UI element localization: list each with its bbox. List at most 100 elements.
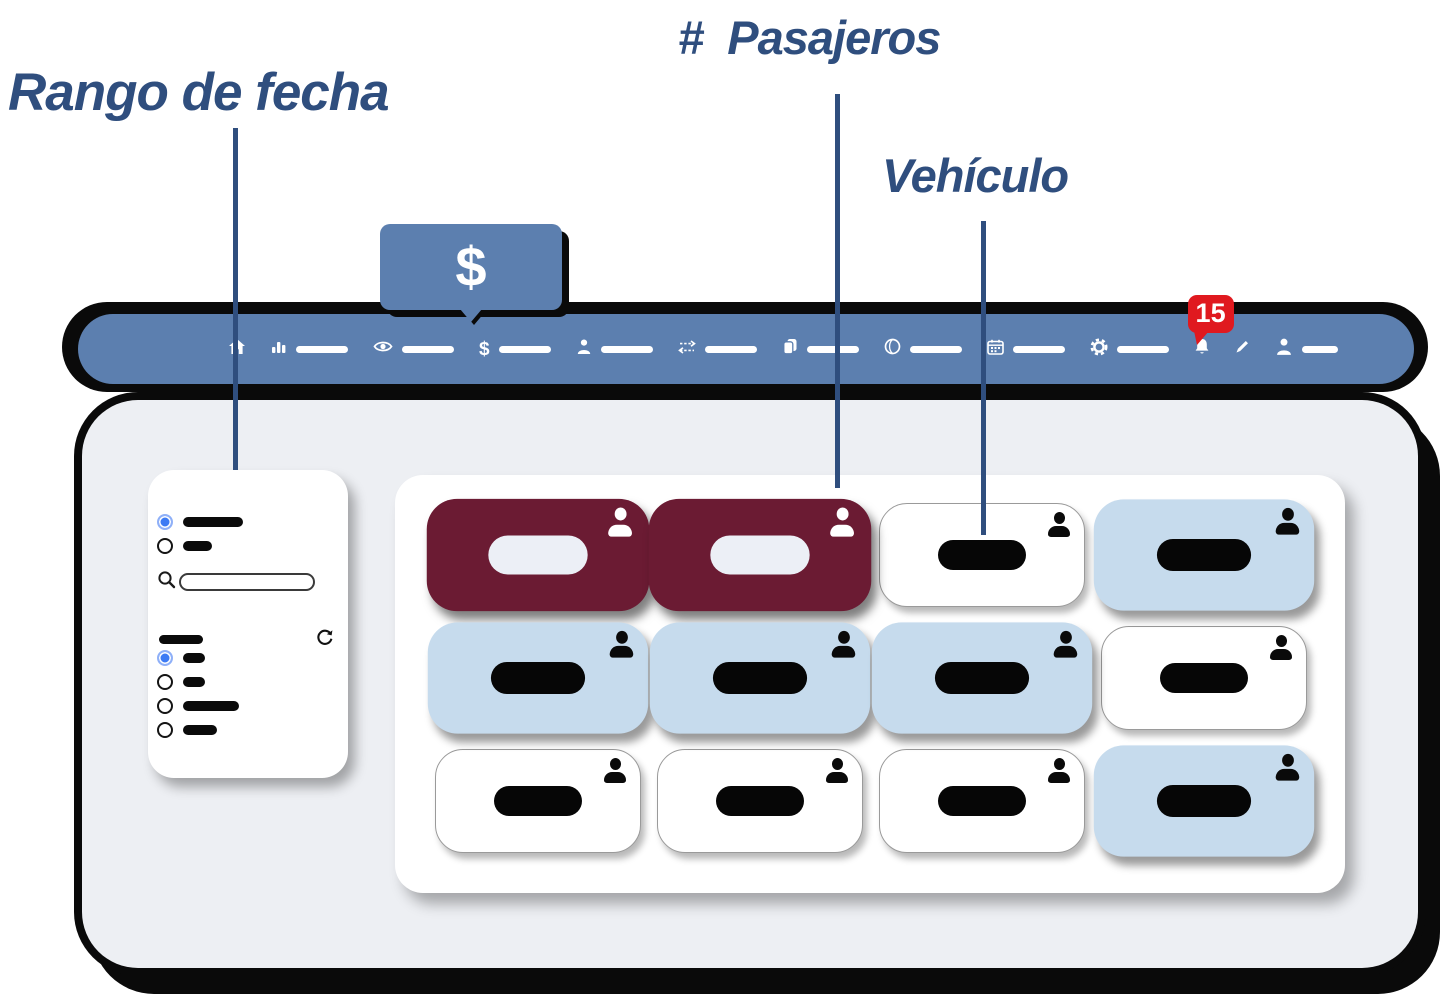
search-input[interactable] bbox=[179, 573, 315, 591]
nav-item-prices[interactable]: $ bbox=[479, 340, 551, 359]
nav-label-placeholder bbox=[1301, 345, 1338, 353]
vehicle-card[interactable] bbox=[657, 749, 863, 853]
card-label-placeholder bbox=[934, 661, 1030, 695]
option-label-placeholder bbox=[183, 725, 217, 735]
globe-icon bbox=[884, 338, 901, 360]
dollar-icon: $ bbox=[479, 338, 490, 360]
nav-item-passengers[interactable] bbox=[576, 338, 653, 360]
transfer-arrows-icon bbox=[677, 339, 696, 359]
option-label-placeholder bbox=[183, 517, 243, 527]
card-label-placeholder bbox=[1160, 663, 1248, 693]
card-label-placeholder bbox=[494, 786, 582, 816]
filter-section-header bbox=[159, 626, 335, 652]
nav-item-notifications[interactable]: 15 bbox=[1187, 294, 1234, 361]
pencil-icon bbox=[1235, 339, 1250, 359]
card-label-placeholder bbox=[716, 786, 804, 816]
vehicle-card[interactable] bbox=[426, 498, 650, 612]
nav-label-placeholder bbox=[1012, 345, 1065, 353]
passenger-icon bbox=[1053, 630, 1079, 658]
passenger-icon bbox=[1269, 635, 1293, 660]
passenger-icon bbox=[825, 758, 849, 783]
nav-item-dashboard[interactable] bbox=[271, 339, 348, 359]
vehicle-card[interactable] bbox=[649, 622, 871, 734]
calendar-icon bbox=[986, 339, 1004, 360]
radio-group-date-range bbox=[157, 514, 243, 554]
nav-item-calendar[interactable] bbox=[986, 339, 1065, 360]
radio-button[interactable] bbox=[157, 514, 173, 530]
notification-badge-tail bbox=[1193, 330, 1209, 345]
gear-icon bbox=[1090, 338, 1108, 361]
radio-button[interactable] bbox=[157, 722, 173, 738]
card-label-placeholder bbox=[490, 661, 586, 695]
card-label-placeholder bbox=[710, 535, 810, 575]
app-window bbox=[82, 400, 1418, 968]
vehicle-card[interactable] bbox=[1093, 745, 1315, 857]
nav-label-placeholder bbox=[806, 345, 859, 353]
radio-option[interactable] bbox=[157, 674, 239, 690]
vehicle-card[interactable] bbox=[1093, 499, 1315, 611]
radio-option[interactable] bbox=[157, 514, 243, 530]
passenger-icon bbox=[607, 507, 635, 537]
annotation-line-passengers bbox=[835, 94, 840, 488]
passenger-icon bbox=[1275, 507, 1301, 535]
nav-item-transfers[interactable] bbox=[677, 339, 757, 359]
price-tooltip: $ bbox=[380, 224, 562, 322]
option-label-placeholder bbox=[183, 701, 239, 711]
eye-icon bbox=[373, 340, 393, 358]
card-label-placeholder bbox=[712, 661, 808, 695]
radio-option[interactable] bbox=[157, 722, 239, 738]
nav-item-views[interactable] bbox=[373, 340, 454, 358]
search-icon bbox=[157, 570, 176, 594]
card-label-placeholder bbox=[938, 540, 1026, 570]
radio-button[interactable] bbox=[157, 674, 173, 690]
nav-item-settings[interactable] bbox=[1090, 338, 1169, 361]
nav-label-placeholder bbox=[402, 345, 454, 353]
search-row bbox=[157, 570, 315, 594]
nav-label-placeholder bbox=[909, 345, 962, 353]
vehicle-card[interactable] bbox=[871, 622, 1093, 734]
vehicle-card[interactable] bbox=[1101, 626, 1307, 730]
account-icon bbox=[1275, 337, 1293, 361]
radio-button[interactable] bbox=[157, 538, 173, 554]
vehicle-card-grid bbox=[426, 498, 1315, 857]
notification-count: 15 bbox=[1195, 298, 1226, 328]
nav-label-placeholder bbox=[296, 345, 348, 353]
annotation-line-date-range bbox=[233, 128, 238, 470]
card-label-placeholder bbox=[1156, 784, 1252, 818]
radio-option[interactable] bbox=[157, 538, 243, 554]
vehicle-card[interactable] bbox=[648, 498, 872, 612]
user-icon bbox=[576, 338, 592, 360]
option-label-placeholder bbox=[183, 677, 205, 687]
option-label-placeholder bbox=[183, 541, 212, 551]
refresh-icon[interactable] bbox=[314, 626, 335, 652]
radio-option[interactable] bbox=[157, 650, 239, 666]
filter-panel bbox=[148, 470, 348, 778]
nav-label-placeholder bbox=[704, 345, 757, 353]
passenger-icon bbox=[603, 758, 627, 783]
radio-button[interactable] bbox=[157, 650, 173, 666]
dollar-symbol: $ bbox=[455, 235, 487, 298]
vehicle-card[interactable] bbox=[435, 749, 641, 853]
nav-item-edit[interactable] bbox=[1235, 339, 1250, 359]
passenger-icon bbox=[1275, 753, 1301, 781]
nav-label-placeholder bbox=[600, 345, 653, 353]
bar-chart-icon bbox=[271, 339, 287, 359]
vehicle-card[interactable] bbox=[427, 622, 649, 734]
annotation-date-range-label: Rango de fecha bbox=[8, 63, 390, 122]
passenger-icon bbox=[1047, 758, 1071, 783]
results-panel bbox=[395, 475, 1345, 893]
annotation-vehicle-label: Vehículo bbox=[882, 149, 1069, 202]
vehicle-card[interactable] bbox=[879, 749, 1085, 853]
option-label-placeholder bbox=[183, 653, 205, 663]
radio-button[interactable] bbox=[157, 698, 173, 714]
card-label-placeholder bbox=[488, 535, 588, 575]
radio-option[interactable] bbox=[157, 698, 239, 714]
nav-label-placeholder bbox=[498, 345, 551, 353]
nav-item-account[interactable] bbox=[1275, 337, 1338, 361]
notification-badge: 15 bbox=[1187, 294, 1234, 345]
nav-item-web[interactable] bbox=[884, 338, 962, 360]
tooltip-pointer bbox=[460, 309, 482, 322]
nav-item-documents[interactable] bbox=[782, 338, 859, 360]
passenger-icon bbox=[1047, 512, 1071, 537]
annotation-line-vehicle bbox=[981, 221, 986, 535]
